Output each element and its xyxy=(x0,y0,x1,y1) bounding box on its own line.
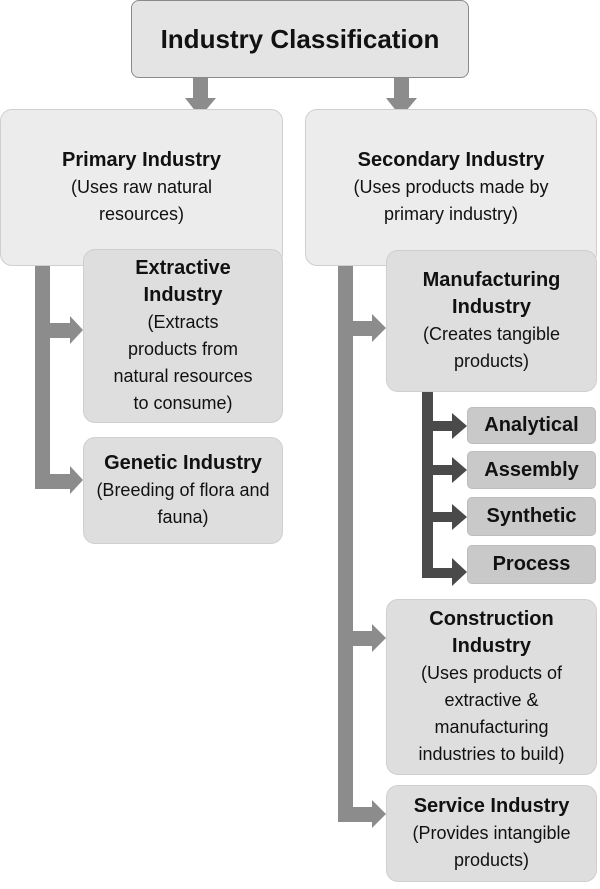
manufacturing-type-process: Process xyxy=(467,545,596,584)
node-desc: (Provides intangible products) xyxy=(412,823,571,870)
type-label: Synthetic xyxy=(486,505,577,527)
root-title: Industry Classification xyxy=(160,23,440,54)
node-title: Service Industry xyxy=(413,795,570,817)
arrow-to-analytical xyxy=(422,413,467,439)
node-title: Primary Industry xyxy=(62,149,221,171)
type-label: Analytical xyxy=(484,414,579,436)
manufacturing-type-analytical: Analytical xyxy=(467,407,596,444)
node-desc: (Extracts products from natural resource… xyxy=(113,312,253,413)
arrow-to-secondary xyxy=(386,78,417,117)
manufacturing-type-assembly: Assembly xyxy=(467,451,596,489)
node-desc: (Uses raw natural resources) xyxy=(70,177,213,224)
secondary-industry-node: Secondary Industry (Uses products made b… xyxy=(305,109,597,266)
service-industry-node: Service Industry (Provides intangible pr… xyxy=(386,785,597,882)
secondary-trunk xyxy=(338,266,353,820)
node-desc: (Creates tangible products) xyxy=(422,324,561,371)
root-node: Industry Classification xyxy=(131,0,469,78)
node-desc: (Breeding of flora and fauna) xyxy=(96,480,270,527)
arrow-to-synthetic xyxy=(422,504,467,530)
type-label: Process xyxy=(492,553,571,575)
primary-industry-node: Primary Industry (Uses raw natural resou… xyxy=(0,109,283,266)
extractive-industry-node: Extractive Industry (Extracts products f… xyxy=(83,249,283,423)
manufacturing-trunk xyxy=(422,392,433,578)
node-title: Secondary Industry xyxy=(357,149,545,171)
arrow-to-genetic xyxy=(35,466,83,494)
node-desc: (Uses products made by primary industry) xyxy=(353,177,549,224)
arrow-to-construction xyxy=(338,624,386,652)
arrow-to-service xyxy=(338,800,386,828)
node-title: Extractive Industry xyxy=(135,257,231,306)
arrow-to-process xyxy=(422,558,467,586)
genetic-industry-node: Genetic Industry (Breeding of flora and … xyxy=(83,437,283,544)
node-desc: (Uses products of extractive & manufactu… xyxy=(418,663,565,764)
arrow-to-manufacturing xyxy=(338,314,386,342)
node-title: Construction Industry xyxy=(429,608,554,657)
node-title: Genetic Industry xyxy=(104,452,262,474)
arrow-to-primary xyxy=(185,78,216,117)
manufacturing-type-synthetic: Synthetic xyxy=(467,497,596,536)
primary-trunk xyxy=(35,266,50,489)
manufacturing-industry-node: Manufacturing Industry (Creates tangible… xyxy=(386,250,597,392)
construction-industry-node: Construction Industry (Uses products of … xyxy=(386,599,597,775)
type-label: Assembly xyxy=(484,458,579,481)
node-title: Manufacturing Industry xyxy=(422,269,561,318)
arrow-to-extractive xyxy=(35,316,83,344)
arrow-to-assembly xyxy=(422,457,467,483)
